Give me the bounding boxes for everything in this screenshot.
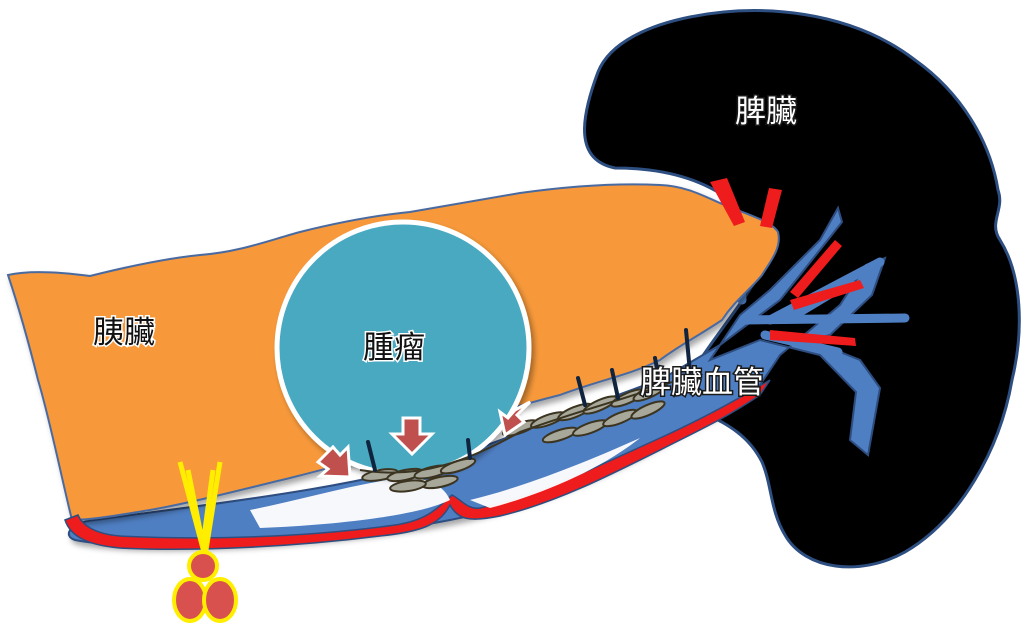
- vessel-gap-2: [470, 438, 640, 508]
- splenic-vein: [68, 205, 887, 548]
- tumor-label: 腫瘤: [363, 330, 425, 366]
- ligature-clips: [359, 381, 673, 493]
- arrow-right: [497, 400, 532, 438]
- arrow-middle: [388, 416, 436, 457]
- dissection-arrows: [315, 400, 532, 479]
- ligature-clip: [389, 479, 427, 493]
- spleen-label: 脾臟: [735, 94, 797, 130]
- pancreas-label: 胰臟: [93, 315, 155, 351]
- ligature-clip: [630, 400, 666, 420]
- splenic-artery: [64, 379, 771, 550]
- clamp-handles: [172, 550, 238, 623]
- splenic-vessels-label: 脾臟血管: [640, 365, 764, 401]
- ligature-thread: [359, 381, 673, 474]
- arrow-left: [315, 443, 352, 479]
- surgical-clamp: [177, 461, 223, 557]
- splenic-artery-branches: [710, 178, 864, 346]
